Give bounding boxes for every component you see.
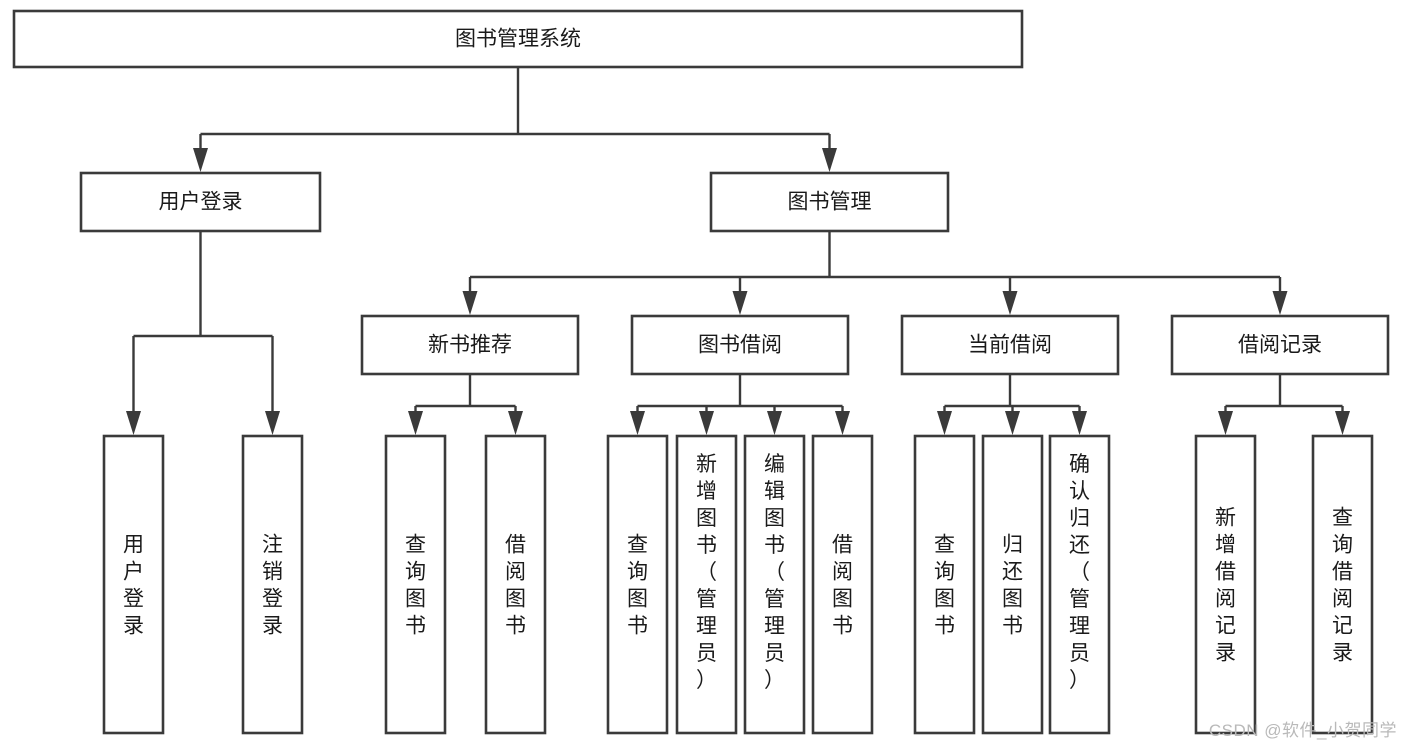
node-leaf-user-login[interactable]: 用户登录 xyxy=(102,434,165,735)
arrow-head-icon xyxy=(937,411,952,435)
node-box[interactable] xyxy=(743,434,806,735)
connector-group xyxy=(937,374,1087,435)
node-leaf-rec-query-book[interactable]: 查询图书 xyxy=(384,434,447,735)
node-label: 新增图书（管理员） xyxy=(696,453,717,692)
node-label: 借阅记录 xyxy=(1238,334,1322,357)
connector-group xyxy=(408,374,523,435)
node-label: 归还图书 xyxy=(1002,534,1023,638)
node-current-borrow[interactable]: 当前借阅 xyxy=(900,314,1120,376)
node-leaf-current-return-book[interactable]: 归还图书 xyxy=(981,434,1044,735)
node-label: 新增借阅记录 xyxy=(1215,507,1236,665)
edge-layer xyxy=(126,67,1350,435)
node-label: 图书借阅 xyxy=(698,334,782,357)
connector-group xyxy=(630,374,850,435)
arrow-head-icon xyxy=(822,148,837,172)
arrow-head-icon xyxy=(1218,411,1233,435)
node-leaf-record-add[interactable]: 新增借阅记录 xyxy=(1194,434,1257,735)
connector-group xyxy=(193,67,837,172)
arrow-head-icon xyxy=(732,291,748,315)
node-user-login[interactable]: 用户登录 xyxy=(79,171,322,233)
node-box[interactable] xyxy=(360,314,580,376)
arrow-head-icon xyxy=(1072,411,1087,435)
node-leaf-current-query-book[interactable]: 查询图书 xyxy=(913,434,976,735)
node-layer: 图书管理系统用户登录图书管理新书推荐图书借阅当前借阅借阅记录用户登录注销登录查询… xyxy=(12,9,1390,735)
node-book-manage[interactable]: 图书管理 xyxy=(709,171,950,233)
connector-group xyxy=(126,231,280,435)
node-label: 借阅图书 xyxy=(832,534,853,638)
arrow-head-icon xyxy=(1272,291,1288,315)
arrow-head-icon xyxy=(835,411,850,435)
node-leaf-current-confirm-return[interactable]: 确认归还（管理员） xyxy=(1048,434,1111,735)
node-label: 查询图书 xyxy=(405,534,426,638)
node-label: 注销登录 xyxy=(262,534,283,638)
node-leaf-record-query[interactable]: 查询借阅记录 xyxy=(1311,434,1374,735)
node-box[interactable] xyxy=(913,434,976,735)
node-label: 查询图书 xyxy=(627,534,648,638)
node-label: 编辑图书（管理员） xyxy=(764,453,785,692)
node-label: 当前借阅 xyxy=(968,334,1052,357)
node-box[interactable] xyxy=(811,434,874,735)
node-label: 查询借阅记录 xyxy=(1332,507,1353,665)
node-box[interactable] xyxy=(1311,434,1374,735)
node-box[interactable] xyxy=(981,434,1044,735)
node-box[interactable] xyxy=(630,314,850,376)
node-box[interactable] xyxy=(102,434,165,735)
node-box[interactable] xyxy=(1048,434,1111,735)
arrow-head-icon xyxy=(1005,411,1020,435)
node-leaf-borrow-edit-book[interactable]: 编辑图书（管理员） xyxy=(743,434,806,735)
arrow-head-icon xyxy=(408,411,423,435)
node-leaf-borrow-borrow-book[interactable]: 借阅图书 xyxy=(811,434,874,735)
node-label: 借阅图书 xyxy=(505,534,526,638)
node-root[interactable]: 图书管理系统 xyxy=(12,9,1024,69)
connector-group xyxy=(462,231,1288,315)
node-label: 确认归还（管理员） xyxy=(1069,453,1090,692)
arrow-head-icon xyxy=(508,411,523,435)
node-borrow-record[interactable]: 借阅记录 xyxy=(1170,314,1390,376)
node-new-book-rec[interactable]: 新书推荐 xyxy=(360,314,580,376)
node-box[interactable] xyxy=(675,434,738,735)
arrow-head-icon xyxy=(767,411,782,435)
arrow-head-icon xyxy=(265,411,280,435)
node-box[interactable] xyxy=(484,434,547,735)
arrow-head-icon xyxy=(1002,291,1018,315)
arrow-head-icon xyxy=(126,411,141,435)
node-box[interactable] xyxy=(1170,314,1390,376)
node-box[interactable] xyxy=(79,171,322,233)
node-box[interactable] xyxy=(1194,434,1257,735)
node-leaf-borrow-add-book[interactable]: 新增图书（管理员） xyxy=(675,434,738,735)
node-label: 图书管理 xyxy=(788,191,872,214)
node-box[interactable] xyxy=(709,171,950,233)
node-box[interactable] xyxy=(12,9,1024,69)
arrow-head-icon xyxy=(462,291,478,315)
node-leaf-rec-borrow-book[interactable]: 借阅图书 xyxy=(484,434,547,735)
node-label: 用户登录 xyxy=(159,191,243,214)
node-box[interactable] xyxy=(900,314,1120,376)
node-box[interactable] xyxy=(241,434,304,735)
node-book-borrow[interactable]: 图书借阅 xyxy=(630,314,850,376)
arrow-head-icon xyxy=(193,148,208,172)
node-label: 查询图书 xyxy=(934,534,955,638)
node-label: 用户登录 xyxy=(123,534,144,638)
node-leaf-user-logout[interactable]: 注销登录 xyxy=(241,434,304,735)
arrow-head-icon xyxy=(1335,411,1350,435)
arrow-head-icon xyxy=(630,411,645,435)
connector-group xyxy=(1218,374,1350,435)
node-box[interactable] xyxy=(606,434,669,735)
node-leaf-borrow-query-book[interactable]: 查询图书 xyxy=(606,434,669,735)
node-label: 新书推荐 xyxy=(428,334,512,357)
node-box[interactable] xyxy=(384,434,447,735)
node-label: 图书管理系统 xyxy=(455,28,581,51)
arrow-head-icon xyxy=(699,411,714,435)
